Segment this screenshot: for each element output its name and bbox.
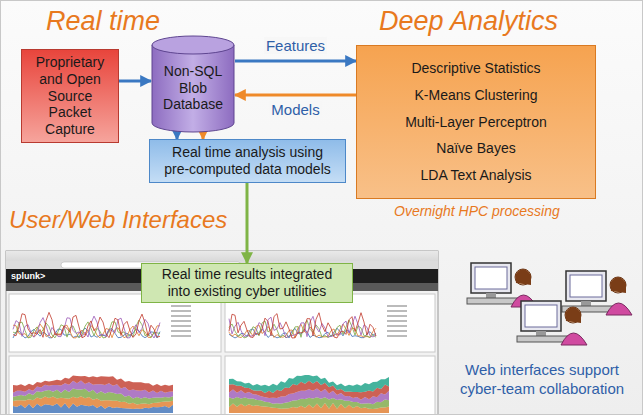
legend-stub [171, 325, 191, 327]
capture-box: Proprietary and Open Source Packet Captu… [21, 49, 119, 143]
chart-line [229, 313, 376, 338]
legend-stub [387, 305, 407, 307]
legend-stub [387, 310, 407, 312]
app-logo: splunk> [11, 271, 45, 282]
legend-stub [171, 335, 191, 337]
legend-stub [387, 335, 407, 337]
legend-stub [171, 320, 191, 322]
flow-arrow [246, 183, 249, 263]
person-at-computer [517, 301, 587, 345]
legend-stub [387, 320, 407, 322]
flow-arrow [235, 94, 356, 97]
legend-stub [387, 330, 407, 332]
area-band [13, 376, 173, 393]
collaboration-note: Web interfaces support cyber-team collab… [453, 361, 631, 399]
dashboard-screenshot [6, 251, 438, 415]
database-cylinder: Non-SQL Blob Database [151, 35, 235, 133]
section-heading: Real time [46, 5, 160, 39]
node-text: K-Means Clustering [415, 87, 538, 104]
node-text: LDA Text Analysis [420, 167, 531, 184]
results-box: Real time results integrated into existi… [141, 263, 353, 303]
legend-stub [387, 325, 407, 327]
legend-stub [171, 330, 191, 332]
legend-stub [171, 315, 191, 317]
node-text: Descriptive Statistics [411, 60, 540, 77]
area-band [229, 375, 389, 393]
legend-stub [387, 315, 407, 317]
team-illustration [467, 263, 632, 345]
processing-note: Overnight HPC processing [394, 203, 560, 221]
edge-label: Models [269, 101, 321, 118]
database-label: Non-SQL Blob Database [155, 63, 231, 113]
node-text: Real time results integrated into existi… [150, 266, 344, 300]
node-text: Proprietary and Open Source Packet Captu… [28, 54, 112, 138]
legend-stub [171, 305, 191, 307]
node-text: Real time analysis using pre-computed da… [158, 144, 337, 178]
analysis-box: Real time analysis using pre-computed da… [149, 139, 346, 183]
analytics-box: Descriptive StatisticsK-Means Clustering… [356, 45, 596, 199]
edge-label: Features [264, 37, 327, 54]
flow-arrow [235, 60, 356, 63]
flow-arrow [119, 80, 151, 83]
legend-stub [171, 310, 191, 312]
chart-line [13, 312, 160, 337]
section-heading: Deep Analytics [379, 5, 558, 39]
node-text: Multi-Layer Perceptron [405, 114, 547, 131]
section-heading: User/Web Interfaces [9, 205, 227, 235]
node-text: Naïve Bayes [436, 140, 515, 157]
